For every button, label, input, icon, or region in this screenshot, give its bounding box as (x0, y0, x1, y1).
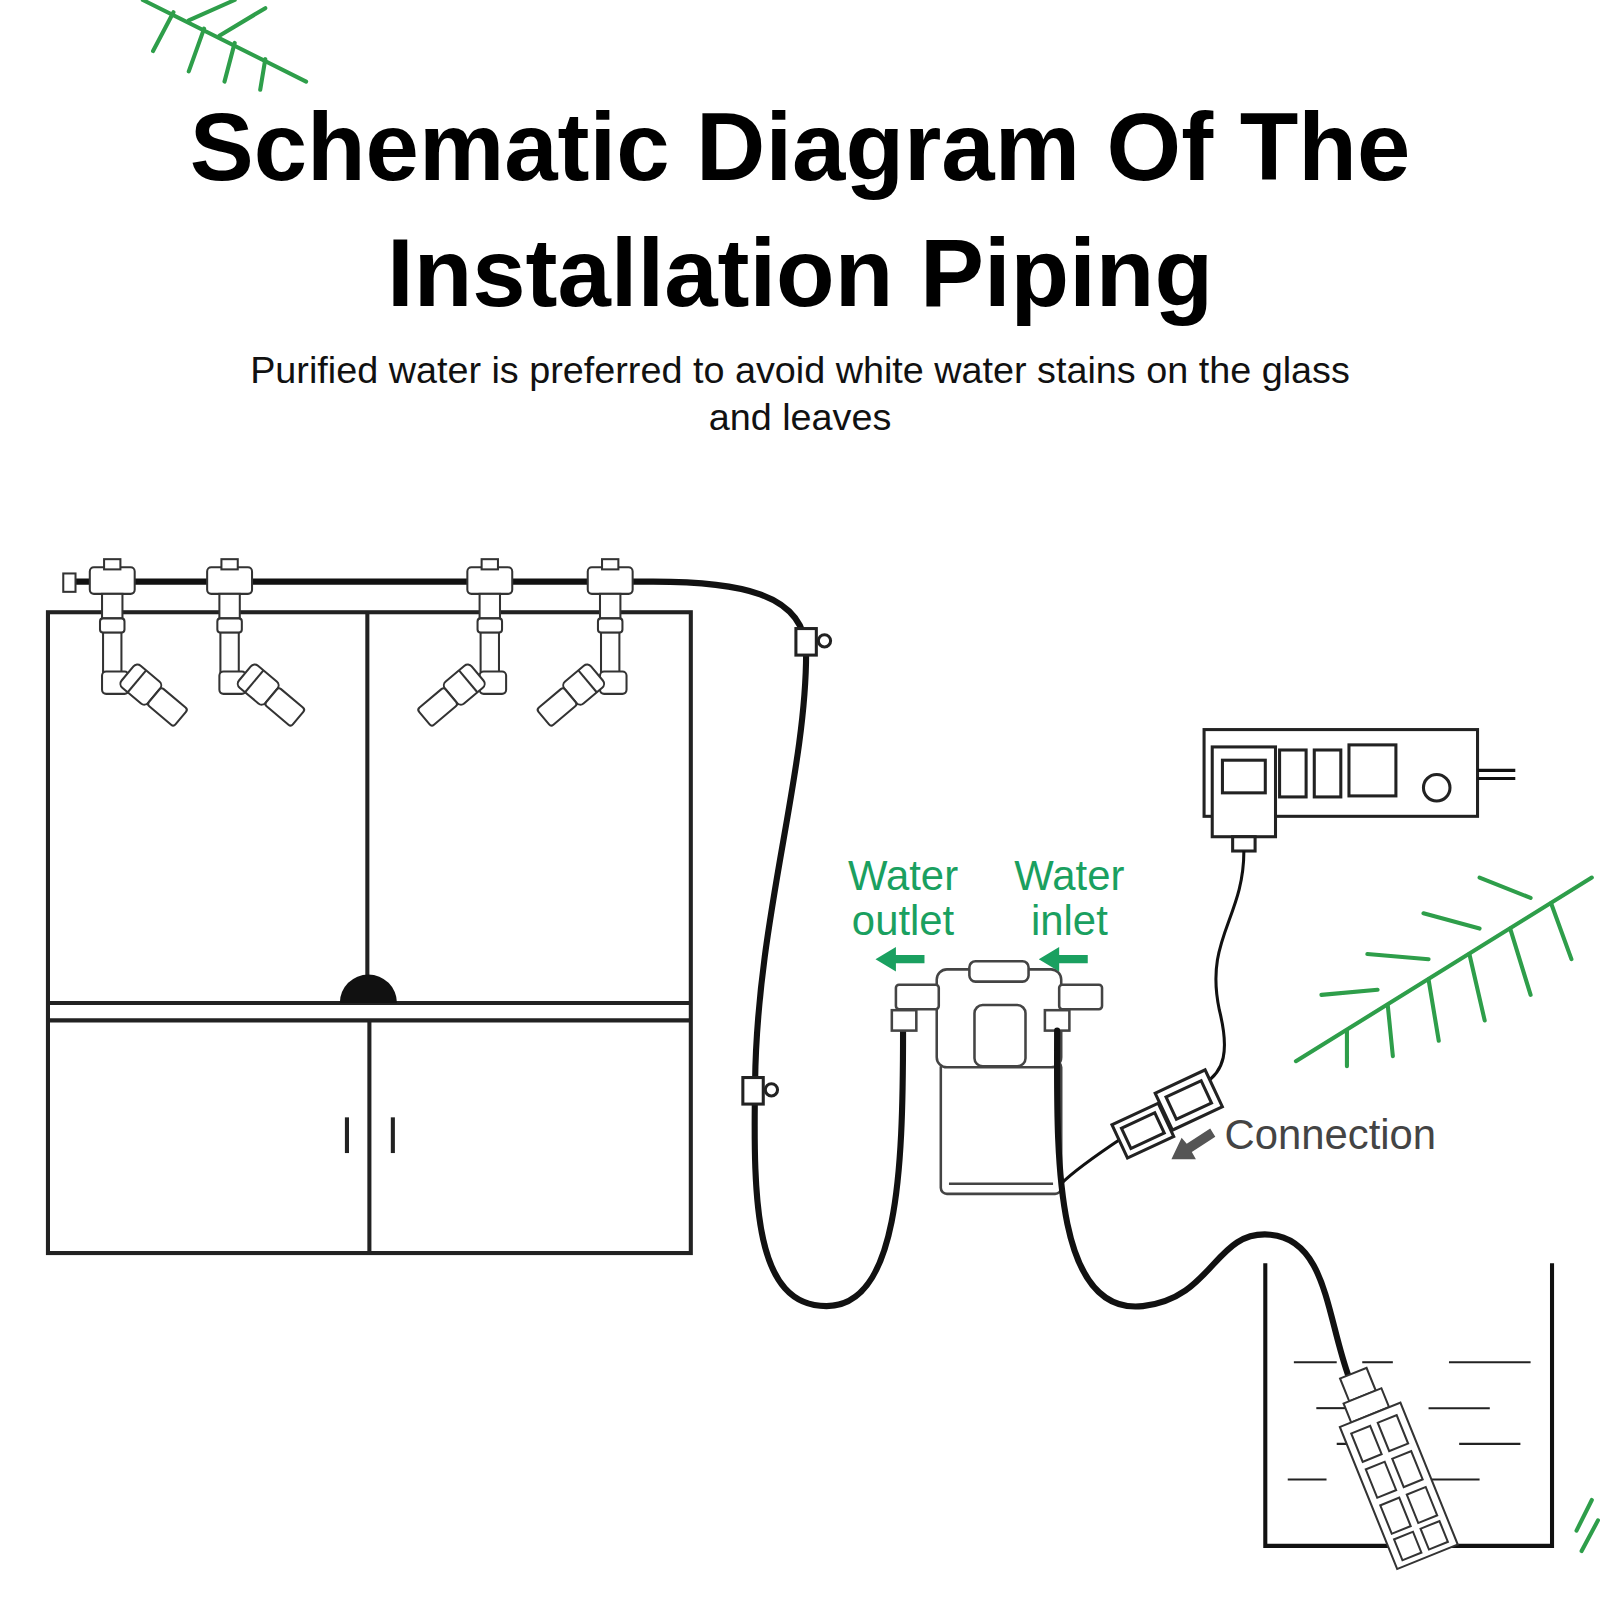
title: Schematic Diagram Of The Installation Pi… (86, 84, 1515, 337)
diaphragm-pump (892, 961, 1102, 1194)
callout-label: Connection (1224, 1112, 1436, 1157)
latch (340, 974, 397, 1003)
flow-label: Water outlet (816, 853, 989, 943)
cabinet (48, 612, 691, 1253)
power-cable (1061, 770, 1515, 1183)
inlet-hose (1057, 1031, 1349, 1378)
power-strip (1204, 730, 1477, 851)
mist-nozzles (63, 559, 632, 729)
flow-arrows (876, 947, 1088, 971)
caption: Purified water is preferred to avoid whi… (239, 347, 1361, 441)
connection-arrow (1171, 1129, 1215, 1160)
flow-label: Water inlet (988, 853, 1151, 943)
power-connector (1112, 1070, 1222, 1158)
hose-clips (743, 629, 831, 1105)
inlet-filter (1323, 1361, 1458, 1569)
